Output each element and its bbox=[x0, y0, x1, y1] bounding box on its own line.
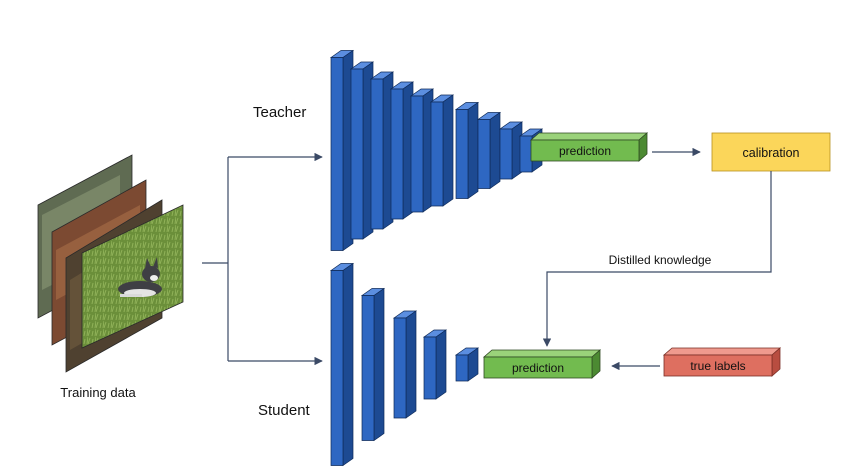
distilled-knowledge-label: Distilled knowledge bbox=[609, 253, 712, 267]
teacher-layer-7 bbox=[454, 101, 480, 200]
teacher-label: Teacher bbox=[253, 104, 306, 121]
student-network bbox=[329, 262, 480, 467]
student-layer-1 bbox=[329, 262, 355, 467]
husky-icon bbox=[118, 257, 162, 297]
teacher-layer-3 bbox=[369, 71, 395, 230]
true-labels-box: true labels bbox=[662, 347, 782, 377]
student-prediction-text: prediction bbox=[512, 361, 564, 375]
training-image-front-dog bbox=[81, 204, 184, 349]
teacher-layer-6 bbox=[429, 94, 455, 207]
student-layer-3 bbox=[392, 310, 418, 419]
teacher-layer-1 bbox=[329, 49, 355, 252]
teacher-layer-4 bbox=[389, 81, 415, 220]
distilled-knowledge-arrow bbox=[542, 171, 772, 347]
teacher-prediction-box: prediction bbox=[529, 132, 649, 162]
teacher-network bbox=[329, 49, 544, 252]
student-layer-4 bbox=[422, 329, 448, 400]
student-prediction-box: prediction bbox=[482, 349, 602, 379]
teacher-layer-5 bbox=[409, 88, 435, 213]
true-labels-text: true labels bbox=[690, 359, 745, 373]
calibration-text: calibration bbox=[743, 146, 800, 160]
training-data-label: Training data bbox=[60, 385, 136, 400]
teacher-layer-2 bbox=[349, 61, 375, 240]
branch-connector bbox=[202, 152, 323, 366]
training-data-images bbox=[37, 154, 184, 373]
student-layer-5 bbox=[454, 347, 480, 382]
teacher-layer-9 bbox=[498, 121, 524, 180]
calibration-box: calibration bbox=[711, 132, 831, 172]
student-label: Student bbox=[258, 402, 311, 419]
teacher-layer-8 bbox=[476, 111, 502, 190]
teacher-prediction-text: prediction bbox=[559, 144, 611, 158]
student-layer-2 bbox=[360, 287, 386, 442]
